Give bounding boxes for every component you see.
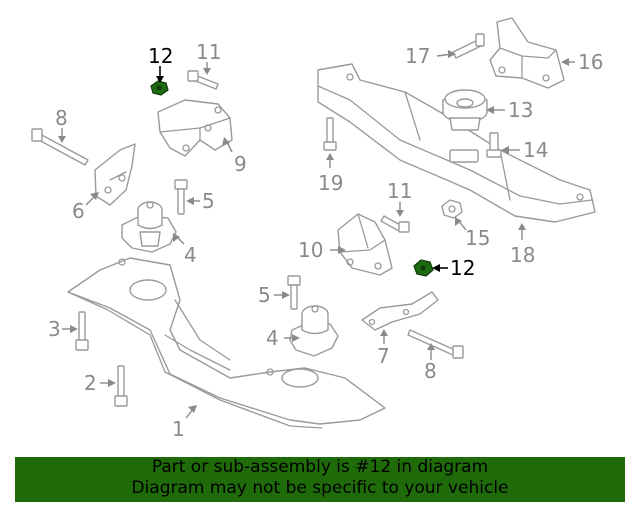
bracket-16 [489, 17, 565, 89]
callout-1: 1 [172, 417, 185, 441]
info-banner: Part or sub-assembly is #12 in diagram D… [15, 457, 625, 502]
callout-5-lower: 5 [258, 283, 271, 307]
callout-8-upper: 8 [55, 106, 68, 130]
callout-14: 14 [523, 138, 548, 162]
bolt-17 [452, 33, 485, 59]
bolt-5-lower [287, 275, 301, 310]
nut-12-lower [413, 259, 434, 277]
callout-18: 18 [510, 243, 535, 267]
nut-15 [441, 199, 463, 219]
callout-10: 10 [298, 238, 323, 262]
front-crossmember [67, 257, 386, 429]
nut-12-upper [150, 80, 169, 96]
callout-6: 6 [72, 199, 85, 223]
callout-8-lower: 8 [424, 359, 437, 383]
bolt-11-upper [187, 70, 219, 90]
callout-16: 16 [578, 50, 603, 74]
callout-4-lower: 4 [266, 326, 279, 350]
callout-4-upper: 4 [184, 243, 197, 267]
engine-mount-4-upper [121, 201, 177, 253]
callout-11-upper: 11 [196, 40, 221, 64]
callout-12-lower: 12 [450, 256, 475, 280]
banner-line-2: Diagram may not be specific to your vehi… [131, 478, 509, 498]
banner-line-1: Part or sub-assembly is #12 in diagram [151, 457, 489, 477]
bolt-8-upper [31, 128, 89, 166]
callout-9: 9 [234, 152, 247, 176]
callout-11-lower: 11 [387, 179, 412, 203]
bracket-7 [361, 291, 439, 331]
callout-3: 3 [48, 317, 61, 341]
bracket-10 [337, 213, 393, 276]
bolt-2 [114, 365, 128, 407]
callout-7: 7 [377, 344, 390, 368]
callout-labels: 12 11 17 16 8 13 9 14 19 6 5 11 15 4 10 … [48, 40, 603, 441]
bolt-8-lower [407, 329, 464, 359]
bracket-9 [157, 99, 233, 157]
callout-15: 15 [465, 226, 490, 250]
callout-2: 2 [84, 371, 97, 395]
bracket-6 [94, 143, 136, 206]
bolt-5-upper [174, 179, 188, 215]
callout-13: 13 [508, 98, 533, 122]
stud-19 [323, 117, 337, 151]
mount-13 [442, 89, 488, 131]
callout-19: 19 [318, 171, 343, 195]
callout-12-upper: 12 [148, 44, 173, 68]
rear-crossmember [317, 63, 596, 223]
parts-diagram: 12 11 17 16 8 13 9 14 19 6 5 11 15 4 10 … [31, 17, 603, 441]
bolt-3 [75, 311, 89, 351]
callout-17: 17 [405, 44, 430, 68]
callout-5-upper: 5 [202, 189, 215, 213]
engine-mount-4-lower [289, 305, 339, 357]
bolt-11-lower [380, 215, 410, 233]
bolt-14 [486, 132, 502, 158]
callout-leaders [58, 50, 575, 419]
